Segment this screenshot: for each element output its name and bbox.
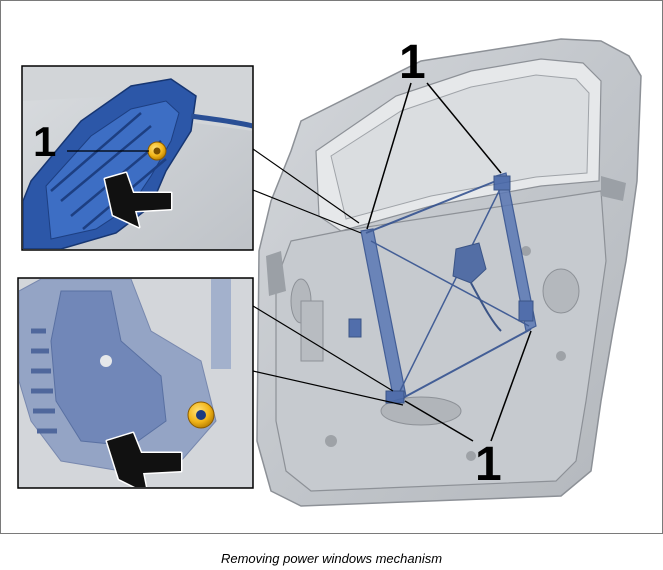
illustration-frame: 1 1 1 — [0, 0, 663, 534]
inset-upper-mounting — [21, 65, 254, 251]
inset-connector-lines — [252, 148, 404, 406]
window-regulator — [348, 172, 537, 404]
door-body — [256, 38, 642, 507]
door-window-regulator-illustration — [17, 38, 642, 507]
callout-leader-lines — [366, 82, 532, 442]
callout-number-inset: 1 — [33, 118, 57, 165]
inset-lower-mounting — [17, 277, 254, 489]
figure-caption: Removing power windows mechanism — [220, 551, 443, 566]
callout-number-bottom: 1 — [475, 438, 502, 491]
callout-number-top: 1 — [399, 36, 426, 89]
